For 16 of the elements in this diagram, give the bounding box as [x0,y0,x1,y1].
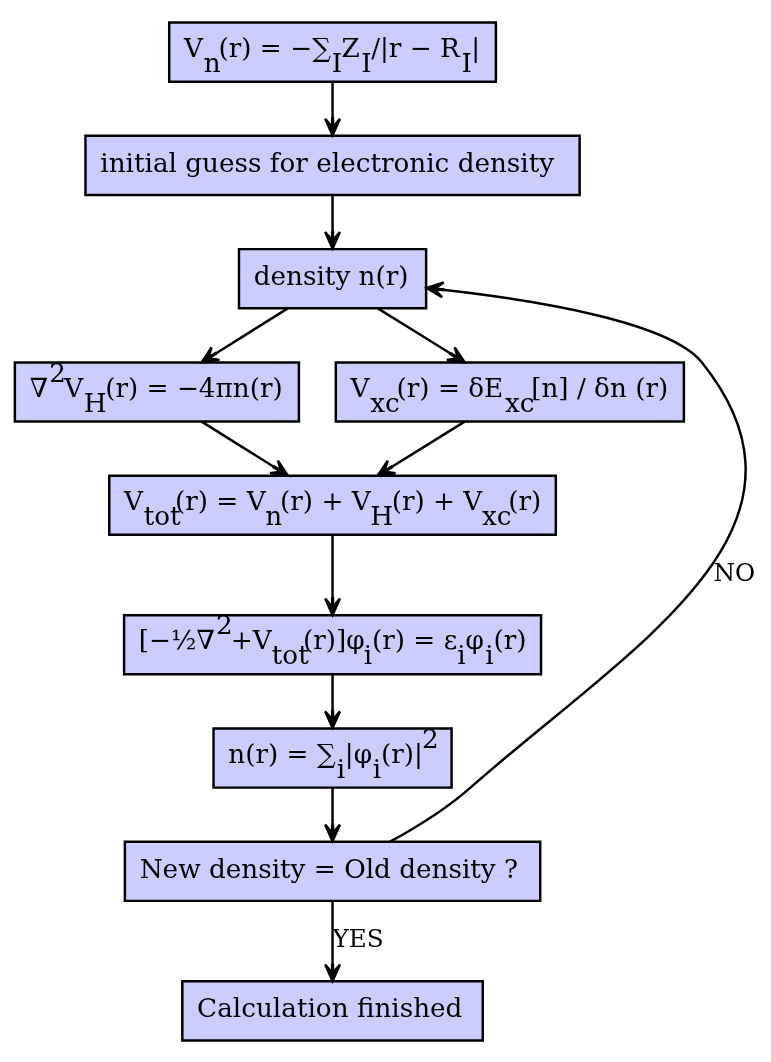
arrow [323,900,342,982]
arrow [200,306,289,364]
node-box: density n(r) [237,247,428,309]
arrow [323,194,342,250]
node-box: initial guess for electronic density [84,134,581,196]
arrow [389,280,747,843]
arrow [201,420,290,477]
node-box: Calculation finished [181,979,484,1042]
arrow [323,674,342,729]
edge-label: NO [713,557,756,587]
node-box: New density = Old density ? [123,840,542,902]
arrow [323,81,342,136]
arrow [376,420,466,477]
arrow [323,787,342,842]
arrow [377,306,466,364]
arrow [323,534,342,616]
